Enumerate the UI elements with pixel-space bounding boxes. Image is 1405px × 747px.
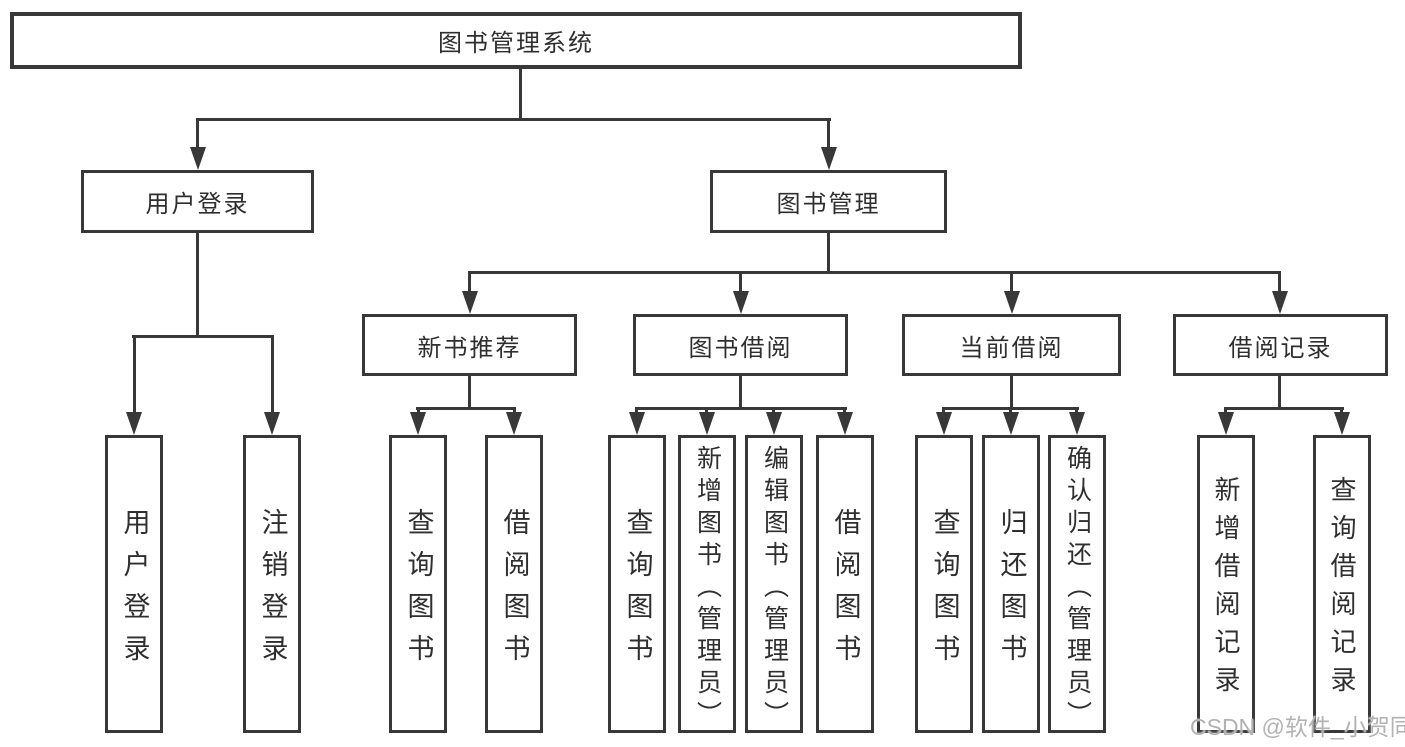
edge-root-stem bbox=[519, 67, 522, 119]
leaf-label: 查询图书 bbox=[929, 507, 960, 676]
edge-drop-module bbox=[739, 271, 742, 293]
node-borrowing-records: 借阅记录 bbox=[1173, 314, 1388, 376]
edge-drop-leaf bbox=[1009, 407, 1012, 415]
arrow-down-icon bbox=[629, 412, 645, 435]
leaf-label: 归还图书 bbox=[996, 507, 1027, 676]
edge-drop-leaf bbox=[133, 335, 136, 414]
edge-root-bar bbox=[196, 118, 831, 121]
node-book-management: 图书管理 bbox=[710, 170, 947, 233]
edge-records-stem bbox=[1278, 375, 1281, 409]
leaf-label: 查询借阅记录 bbox=[1327, 476, 1357, 704]
leaf-label: 借阅图书 bbox=[830, 507, 861, 676]
edge-drop-leaf bbox=[417, 407, 420, 415]
leaf-label: 查询图书 bbox=[622, 507, 653, 676]
arrow-down-icon bbox=[1334, 412, 1350, 435]
arrow-down-icon bbox=[126, 412, 142, 435]
node-current-borrowing: 当前借阅 bbox=[902, 314, 1121, 376]
leaf-label: 用户登录 bbox=[119, 507, 150, 676]
csdn-watermark: CSDN @软件_小贺同学 bbox=[1190, 714, 1405, 740]
node-new-book-recommend: 新书推荐 bbox=[362, 314, 577, 376]
edge-drop-leaf bbox=[513, 407, 516, 415]
edge-drop-leaf bbox=[1075, 407, 1078, 415]
edge-bookmgmt-bar bbox=[468, 271, 1281, 274]
leaf-borrow-books-recommend: 借阅图书 bbox=[485, 435, 543, 733]
arrow-down-icon bbox=[410, 412, 426, 435]
arrow-down-icon bbox=[1004, 291, 1020, 314]
edge-drop-module bbox=[1278, 271, 1281, 293]
edge-drop-leaf bbox=[705, 407, 708, 415]
edge-userlogin-stem bbox=[196, 232, 199, 336]
edge-records-bar bbox=[1224, 407, 1344, 410]
arrow-down-icon bbox=[733, 291, 749, 314]
edge-drop-user-login bbox=[196, 118, 199, 151]
arrow-down-icon bbox=[190, 147, 206, 170]
edge-bookmgmt-stem bbox=[827, 232, 830, 273]
edge-drop-book-management bbox=[827, 118, 830, 151]
node-book-borrowing: 图书借阅 bbox=[633, 314, 848, 376]
arrow-down-icon bbox=[506, 412, 522, 435]
node-user-login: 用户登录 bbox=[81, 170, 314, 233]
edge-recommend-stem bbox=[468, 375, 471, 409]
leaf-query-books-current: 查询图书 bbox=[915, 435, 973, 733]
edge-borrowing-stem bbox=[739, 375, 742, 409]
edge-drop-leaf bbox=[1340, 407, 1343, 415]
leaf-add-book-admin: 新增图书（管理员） bbox=[678, 435, 736, 733]
edge-drop-leaf bbox=[942, 407, 945, 415]
leaf-label: 新增借阅记录 bbox=[1211, 476, 1241, 704]
leaf-query-books-recommend: 查询图书 bbox=[389, 435, 447, 733]
leaf-label: 借阅图书 bbox=[499, 507, 530, 676]
arrow-down-icon bbox=[462, 291, 478, 314]
leaf-label: 编辑图书（管理员） bbox=[760, 445, 789, 733]
arrow-down-icon bbox=[936, 412, 952, 435]
leaf-borrow-books: 借阅图书 bbox=[816, 435, 874, 733]
arrow-down-icon bbox=[264, 412, 280, 435]
edge-drop-leaf bbox=[1224, 407, 1227, 415]
arrow-down-icon bbox=[699, 412, 715, 435]
leaf-label: 查询图书 bbox=[403, 507, 434, 676]
edge-recommend-bar bbox=[416, 407, 516, 410]
leaf-confirm-return-admin: 确认归还（管理员） bbox=[1048, 435, 1106, 733]
edge-drop-leaf bbox=[271, 335, 274, 414]
arrow-down-icon bbox=[837, 412, 853, 435]
arrow-down-icon bbox=[1003, 412, 1019, 435]
edge-current-stem bbox=[1010, 375, 1013, 409]
leaf-label: 新增图书（管理员） bbox=[693, 445, 722, 733]
leaf-query-borrow-record: 查询借阅记录 bbox=[1313, 435, 1371, 733]
leaf-logout: 注销登录 bbox=[243, 435, 301, 733]
leaf-return-book: 归还图书 bbox=[982, 435, 1040, 733]
arrow-down-icon bbox=[821, 147, 837, 170]
arrow-down-icon bbox=[1272, 291, 1288, 314]
arrow-down-icon bbox=[1218, 412, 1234, 435]
leaf-user-login: 用户登录 bbox=[105, 435, 163, 733]
edge-drop-leaf bbox=[635, 407, 638, 415]
edge-drop-leaf bbox=[772, 407, 775, 415]
arrow-down-icon bbox=[766, 412, 782, 435]
arrow-down-icon bbox=[1069, 412, 1085, 435]
node-library-management-system: 图书管理系统 bbox=[10, 12, 1022, 69]
edge-userlogin-bar bbox=[132, 335, 274, 338]
leaf-edit-book-admin: 编辑图书（管理员） bbox=[745, 435, 803, 733]
edge-drop-module bbox=[1010, 271, 1013, 293]
edge-drop-module bbox=[468, 271, 471, 293]
edge-drop-leaf bbox=[843, 407, 846, 415]
leaf-label: 确认归还（管理员） bbox=[1063, 445, 1092, 733]
leaf-label: 注销登录 bbox=[257, 507, 288, 676]
leaf-query-books-borrow: 查询图书 bbox=[608, 435, 666, 733]
leaf-add-borrow-record: 新增借阅记录 bbox=[1197, 435, 1255, 733]
edge-borrowing-bar bbox=[635, 407, 847, 410]
